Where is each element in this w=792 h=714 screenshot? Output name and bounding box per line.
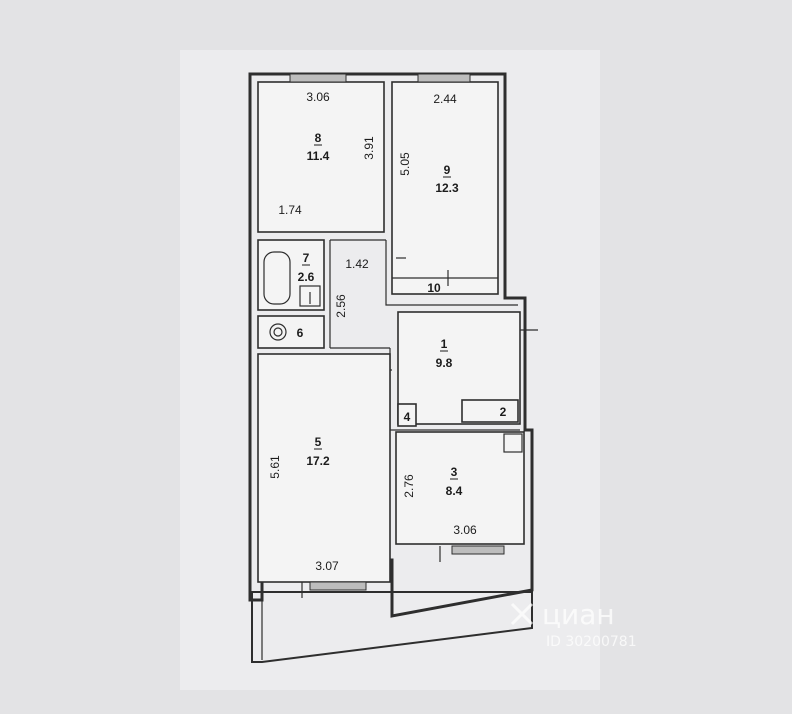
dim-room3-side: 2.76 (402, 474, 416, 498)
watermark-id: ID 302007​81 (546, 634, 637, 650)
room-5 (257, 353, 391, 583)
room-9-area: 12.3 (435, 181, 459, 195)
room-5-number: 5 (315, 435, 322, 449)
room-4-number: 4 (404, 410, 411, 424)
dim-room5-bottom: 3.07 (315, 559, 339, 573)
room-6 (257, 315, 325, 349)
room-7-number: 7 (303, 251, 310, 265)
window-room-3 (451, 545, 505, 555)
watermark: циан ID 302007​81 (510, 598, 637, 650)
room-9-number: 9 (444, 163, 451, 177)
room-2-number: 2 (500, 405, 507, 419)
room-4 (397, 403, 417, 427)
window-room-5 (309, 581, 367, 591)
room-3-radiator-icon (503, 433, 523, 453)
balcony-outline (251, 591, 533, 663)
dim-room8-top: 3.06 (306, 90, 330, 104)
watermark-brand: циан (542, 598, 615, 631)
room-7-area: 2.6 (298, 270, 315, 284)
room-8 (257, 81, 385, 233)
bathtub-icon (263, 251, 291, 305)
dim-room8-bottom: 1.74 (278, 203, 302, 217)
room-10-number: 10 (427, 281, 441, 295)
room-3-number: 3 (451, 465, 458, 479)
window-room-8 (289, 73, 347, 83)
room-1-number: 1 (441, 337, 448, 351)
dim-room3-bottom: 3.06 (453, 523, 477, 537)
toilet-icon (269, 323, 287, 341)
room-3 (395, 431, 525, 545)
dim-room9-top: 2.44 (433, 92, 457, 106)
window-room-9 (417, 73, 471, 83)
room-9 (391, 81, 499, 295)
dim-corridor-length: 2.56 (334, 294, 348, 318)
room-6-number: 6 (297, 326, 304, 340)
dim-room5-side: 5.61 (268, 455, 282, 479)
room-3-area: 8.4 (446, 484, 463, 498)
room-7 (257, 239, 325, 311)
dim-corridor-width: 1.42 (345, 257, 369, 271)
room-5-area: 17.2 (306, 454, 330, 468)
room-1-area: 9.8 (436, 356, 453, 370)
toilet-bowl-icon (273, 327, 283, 337)
brand-logo-icon (510, 602, 534, 626)
room-8-number: 8 (315, 131, 322, 145)
dim-room9-side: 5.05 (398, 152, 412, 176)
corridor-walls (329, 239, 520, 431)
room-8-area: 11.4 (307, 149, 330, 163)
sink-icon (299, 285, 321, 307)
room-2 (461, 399, 519, 423)
dim-room8-side: 3.91 (362, 136, 376, 160)
